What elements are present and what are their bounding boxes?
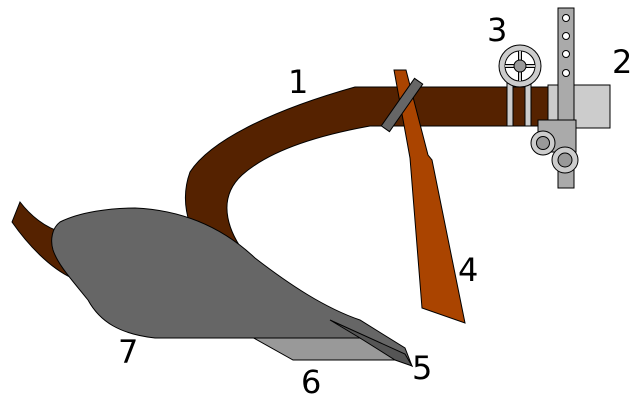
label-3: 3: [487, 11, 508, 49]
share-point: [329, 319, 414, 367]
label-7: 7: [118, 333, 139, 371]
hitch-hole: [562, 14, 570, 22]
hitch-hole: [562, 50, 570, 58]
adjuster-rod-left: [506, 79, 514, 127]
mouldboard-shape: [51, 207, 413, 368]
adjuster-hub: [513, 59, 527, 73]
label-4: 4: [458, 251, 479, 289]
hitch-wheel-left-hub: [536, 136, 550, 150]
hitch-hole: [562, 32, 570, 40]
label-1: 1: [288, 63, 309, 101]
label-5: 5: [412, 349, 433, 387]
adjuster-rod-right: [524, 79, 532, 127]
hitch-wheel-right-hub: [557, 152, 573, 168]
coulter-shape: [393, 69, 466, 324]
coulter-clamp: [380, 77, 424, 133]
label-6: 6: [301, 363, 322, 401]
hitch-hole: [562, 69, 570, 77]
label-2: 2: [612, 43, 633, 81]
